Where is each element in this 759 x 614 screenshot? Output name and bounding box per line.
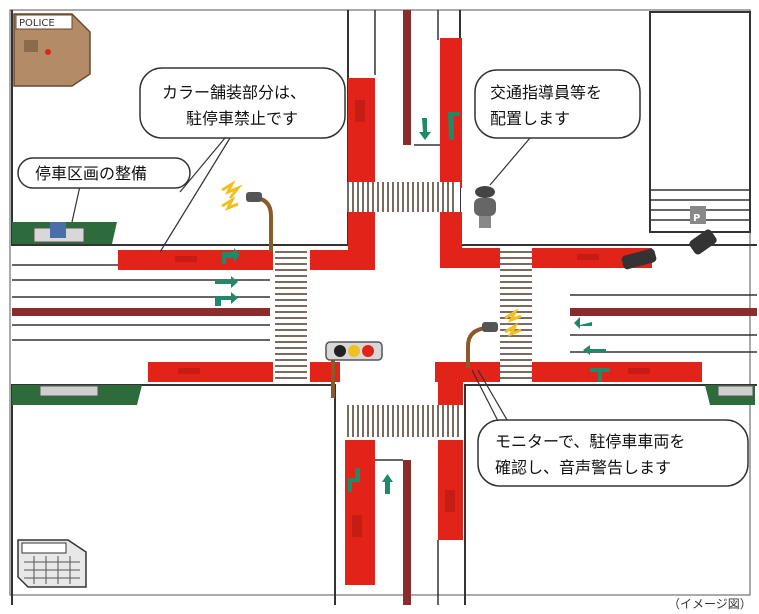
paving-markings xyxy=(175,100,650,537)
traffic-light-icon xyxy=(325,341,383,398)
crosswalk-right xyxy=(500,248,532,383)
crosswalks xyxy=(275,182,532,437)
arrow-top-lane-2-icon xyxy=(448,112,460,140)
callout-color-paving-line2: 駐停車禁止です xyxy=(186,109,298,128)
parking-label: P xyxy=(693,213,700,224)
callout-stop-area-text: 停車区画の整備 xyxy=(35,164,147,183)
arrow-left-lane-3-icon xyxy=(215,292,238,306)
callout-monitor: モニターで、駐停車車両を 確認し、音声警告します xyxy=(471,369,749,487)
right-monitor-pole xyxy=(466,308,522,368)
arrow-left-lane-2-icon xyxy=(215,276,238,288)
arrow-left-lane-1-icon xyxy=(222,248,240,264)
red-paving-corner-br-v xyxy=(438,362,463,407)
callout-guide-staff-line2: 配置します xyxy=(490,109,570,128)
crosswalk-left xyxy=(275,248,307,383)
speaker-right-icon xyxy=(504,308,522,323)
parking-building: P xyxy=(649,11,751,233)
callout-monitor-line1: モニターで、駐停車車両を xyxy=(495,432,685,451)
arrow-right-lane-1-icon xyxy=(574,317,592,329)
speaker-icon xyxy=(221,180,243,199)
left-monitor-pole xyxy=(221,180,273,252)
callout-color-paving-line1: カラー舗装部分は、 xyxy=(162,83,306,102)
red-paving-left-bottom xyxy=(148,362,273,382)
monitor-camera-icon xyxy=(246,192,262,202)
police-box-icon: POLICE xyxy=(13,13,91,87)
callout-monitor-line2: 確認し、音声警告します xyxy=(495,458,671,477)
red-paving-corner-tr-h xyxy=(440,248,500,268)
car-2-icon xyxy=(689,229,717,255)
building-icon xyxy=(17,539,87,588)
image-caption: （イメージ図） xyxy=(668,597,752,611)
arrow-right-lane-3-icon xyxy=(590,368,610,382)
red-paving-corner-bl-h xyxy=(310,362,340,382)
top-median xyxy=(403,10,411,145)
arrow-right-lane-2-icon xyxy=(583,345,606,355)
callout-guide-staff: 交通指導員等を 配置します xyxy=(474,69,641,186)
road-arrows xyxy=(215,112,610,494)
crosswalk-bottom xyxy=(345,405,463,437)
car-icon xyxy=(621,248,657,270)
top-road-lanes xyxy=(374,10,439,75)
parked-cars xyxy=(621,229,717,270)
callout-guide-staff-line1: 交通指導員等を xyxy=(490,83,602,102)
red-paving-corner-tl-h xyxy=(310,250,375,270)
left-median xyxy=(12,308,270,316)
bottom-median xyxy=(403,460,411,605)
callout-stop-area: 停車区画の整備 xyxy=(17,157,191,223)
right-median xyxy=(570,308,757,316)
crosswalk-top xyxy=(345,182,460,212)
red-paving-right-bottom xyxy=(532,362,702,382)
arrow-top-lane-1-icon xyxy=(419,118,431,140)
arrow-bottom-lane-2-icon xyxy=(382,474,393,494)
block-bottom-left xyxy=(11,384,336,605)
callout-color-paving: カラー舗装部分は、 駐停車禁止です xyxy=(139,67,346,253)
guide-staff-icon xyxy=(474,186,496,228)
red-paving-bottom-left-v xyxy=(345,440,375,585)
arrow-bottom-lane-1-icon xyxy=(348,468,360,492)
police-label: POLICE xyxy=(19,18,55,29)
stop-areas xyxy=(12,222,755,405)
stop-vehicle-top-icon xyxy=(50,222,66,238)
block-bottom-right xyxy=(464,384,757,605)
monitor-camera-right-icon xyxy=(482,322,498,332)
